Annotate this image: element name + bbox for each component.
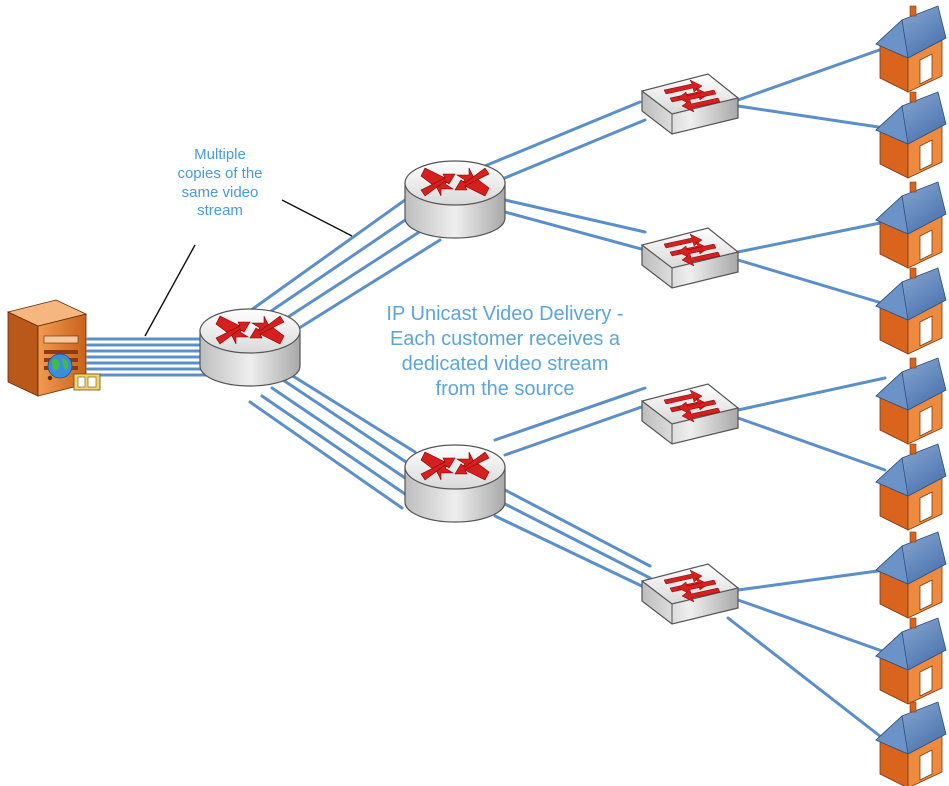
link-core-upper-2 [253, 208, 422, 324]
link-upper-switch2-2 [503, 210, 647, 252]
link-switch4-house9 [726, 616, 887, 742]
link-core-lower-4 [260, 394, 407, 496]
callout-label: Multiple copies of the same video stream [150, 146, 290, 221]
globe-icon [47, 353, 73, 379]
link-upper-switch1-2 [493, 118, 647, 184]
house-icon-4 [875, 267, 947, 355]
title-line-4: from the source [435, 378, 575, 400]
callout-pointers [144, 199, 353, 337]
house-icon-1 [875, 5, 947, 93]
link-switch4-house7 [736, 568, 887, 592]
link-switch2-house4 [736, 258, 887, 306]
link-switch2-house3 [736, 220, 887, 254]
link-lower-switch4-3 [493, 514, 652, 592]
link-core-upper-1 [238, 193, 414, 320]
links [86, 46, 887, 742]
title-line-1: IP Unicast Video Delivery - [386, 303, 624, 325]
house-icon-9 [875, 701, 947, 786]
house-icon-8 [875, 617, 947, 705]
callout-line-to-core-links [281, 199, 353, 237]
link-core-lower-2 [278, 376, 414, 468]
router-icon-upper [404, 160, 506, 239]
house-icon-7 [875, 531, 947, 619]
link-core-lower-1 [278, 366, 417, 454]
callout-line-3: same video [181, 183, 259, 201]
video-server-icon [7, 299, 101, 397]
callout-line-4: stream [197, 202, 243, 220]
switch-icon-1 [641, 73, 739, 135]
callout-line-2: copies of the [177, 164, 263, 182]
switch-icon-2 [641, 227, 739, 289]
link-lower-switch3-1 [493, 386, 647, 442]
link-switch3-house6 [736, 416, 887, 472]
title-line-2: Each customer receives a [389, 328, 621, 350]
link-switch1-house1 [736, 46, 887, 102]
house-icon-6 [875, 443, 947, 531]
link-core-upper-4 [278, 238, 442, 342]
title-line-3: dedicated video stream [401, 353, 609, 375]
link-switch4-house8 [736, 598, 887, 654]
house-icon-5 [875, 357, 947, 445]
link-core-lower-5 [248, 400, 404, 510]
house-icon-2 [875, 91, 947, 179]
callout-line-to-server-links [144, 244, 196, 337]
link-lower-switch3-2 [503, 402, 652, 457]
link-core-lower-3 [270, 386, 410, 482]
router-icon-lower [404, 444, 506, 523]
diagram-title: IP Unicast Video Delivery - Each custome… [355, 302, 655, 402]
link-lower-switch4-1 [503, 488, 652, 568]
switch-icon-4 [641, 563, 739, 625]
router-icon-core [199, 308, 301, 387]
house-icon-3 [875, 181, 947, 269]
link-upper-switch2-1 [503, 198, 647, 234]
link-switch3-house5 [736, 376, 887, 412]
link-switch1-house2 [736, 104, 887, 130]
link-upper-switch1-1 [478, 100, 642, 170]
switch-icon-3 [641, 383, 739, 445]
link-lower-switch4-2 [503, 502, 652, 580]
link-core-upper-3 [266, 223, 432, 332]
film-icon [73, 373, 101, 391]
callout-line-1: Multiple [194, 146, 246, 163]
